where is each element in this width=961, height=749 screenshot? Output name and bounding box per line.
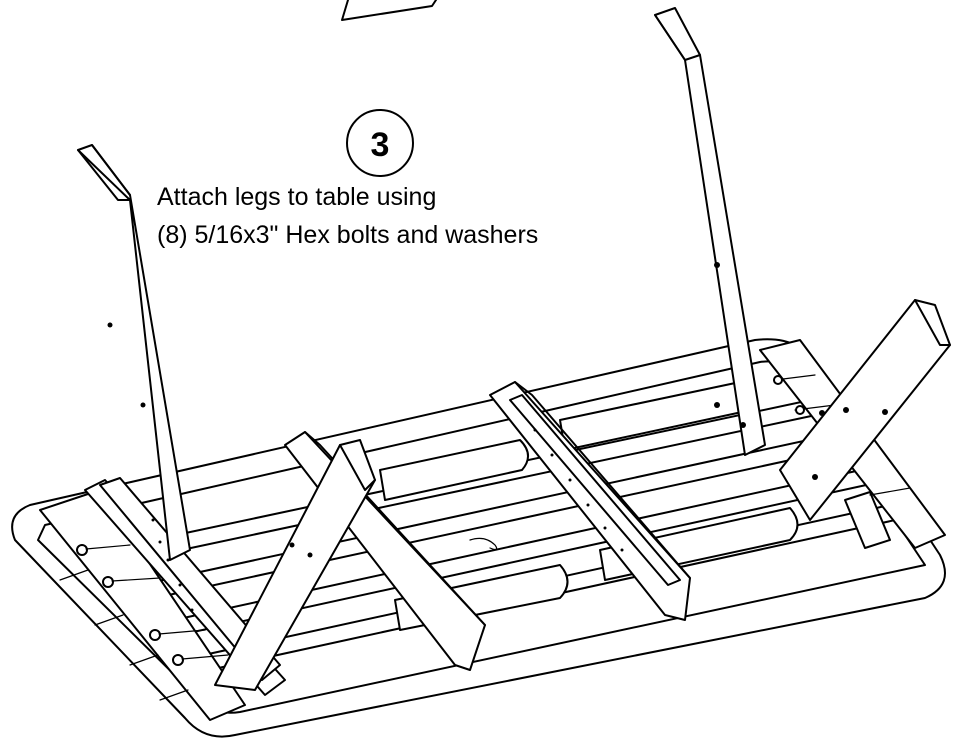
step-badge: 3 xyxy=(346,109,414,177)
partial-top-part xyxy=(341,0,437,21)
step-number: 3 xyxy=(371,126,390,164)
instruction-caption: Attach legs to table using (8) 5/16x3" H… xyxy=(155,178,695,253)
center-cleat-right xyxy=(489,381,691,621)
leg-back-left xyxy=(77,144,191,561)
instruction-line-2: (8) 5/16x3" Hex bolts and washers xyxy=(157,221,538,249)
leg-front-left xyxy=(214,439,376,691)
instruction-line-1: Attach legs to table using xyxy=(157,183,436,211)
left-leg-bracket xyxy=(99,477,281,681)
leg-front-right xyxy=(779,299,951,521)
leg-back-right xyxy=(654,7,766,456)
bolt-holes xyxy=(107,185,888,612)
cord-detail xyxy=(469,537,498,551)
